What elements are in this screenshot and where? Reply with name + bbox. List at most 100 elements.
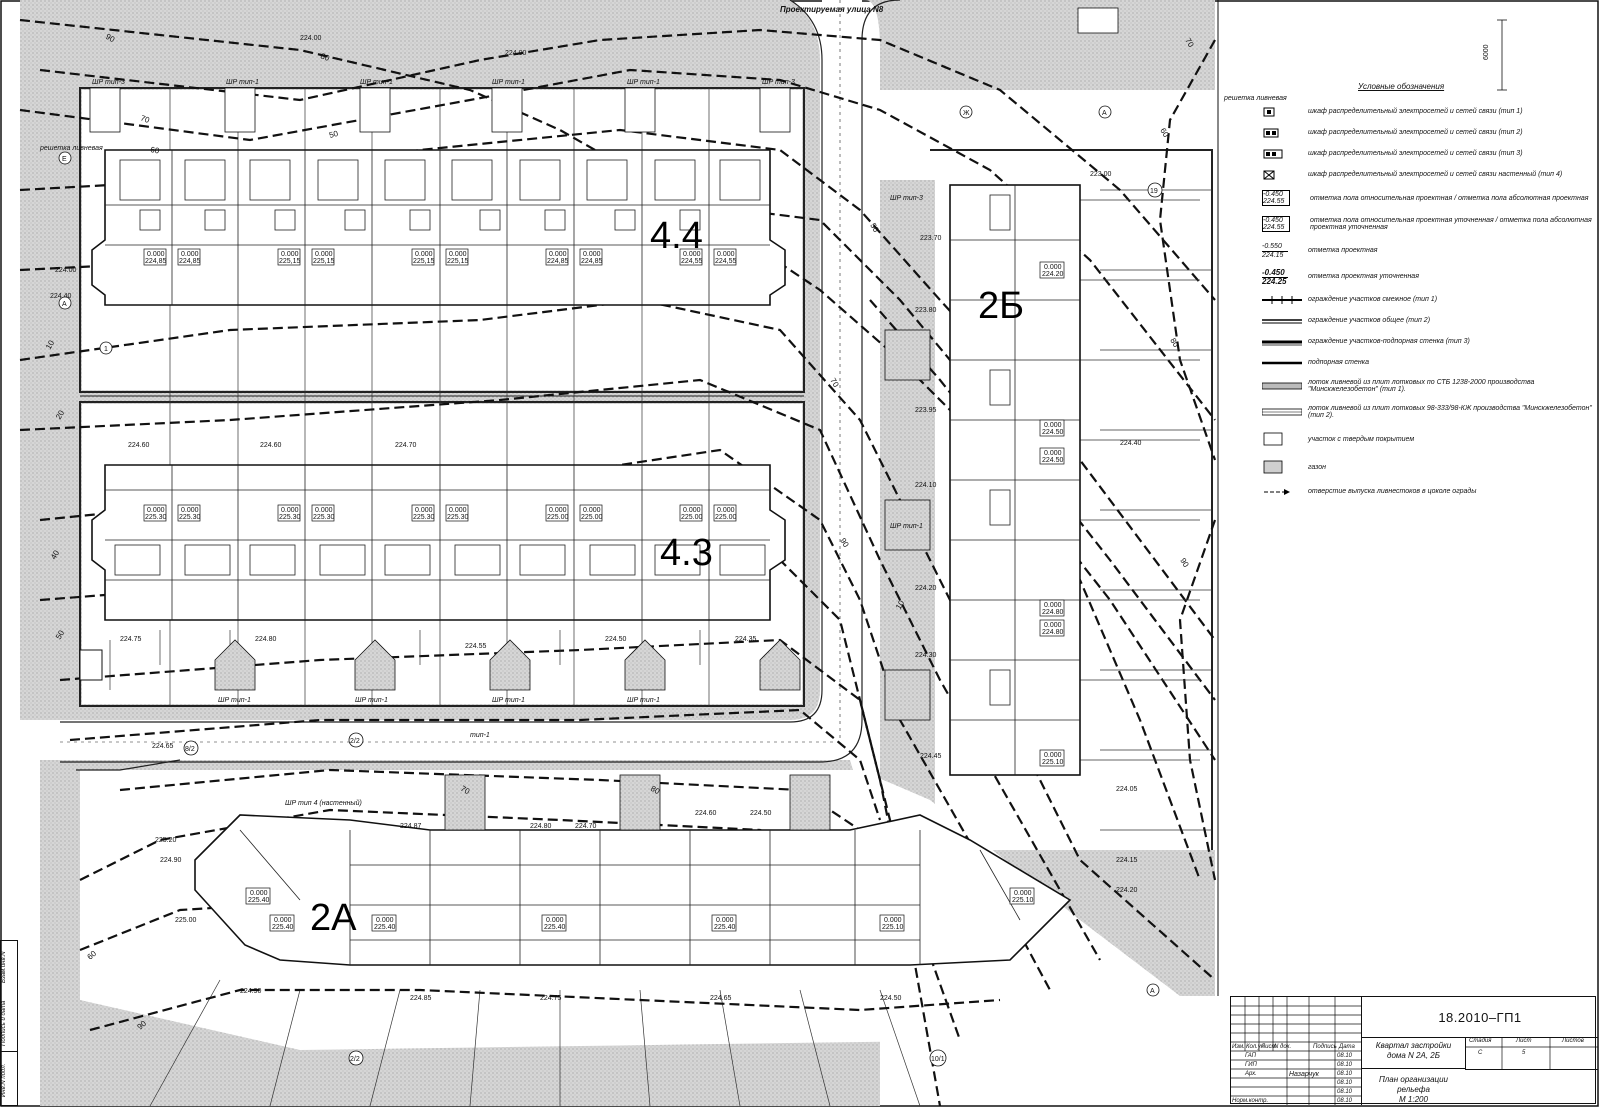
sample-rel: -0.450 <box>1263 191 1283 198</box>
floor-rel: 0.000 <box>583 251 601 258</box>
floor-rel: 0.000 <box>281 251 299 258</box>
floor-rel: 0.000 <box>250 890 268 897</box>
floor-abs: 225.40 <box>714 924 736 931</box>
floor-abs: 225.30 <box>279 514 301 521</box>
cabinet-type1-icon <box>1263 107 1275 116</box>
tb-date: 08.10 <box>1337 1089 1353 1095</box>
floor-abs: 224.50 <box>1042 457 1064 464</box>
floor-rel: 0.000 <box>449 507 467 514</box>
retaining-wall-icon <box>1262 361 1302 364</box>
floor-abs: 224,85 <box>547 258 569 265</box>
sample-upd-abs: 224.25 <box>1262 277 1288 286</box>
side-strip-cell: Подпись и дата <box>1 995 17 1052</box>
legend-item-label: отметка проектная <box>1308 246 1378 254</box>
floor-abs: 224,85 <box>145 258 167 265</box>
floor-rel: 0.000 <box>415 507 433 514</box>
sample-proj-abs: 224.15 <box>1262 251 1288 260</box>
spot-elevation: 224.05 <box>1116 786 1138 793</box>
utility-cabinets <box>79 7 1119 831</box>
legend-item: газон <box>1262 453 1592 481</box>
floor-rel: 0.000 <box>1044 622 1062 629</box>
sample-upd: -0.450 <box>1262 268 1285 277</box>
tb-role: Арх. <box>1245 1071 1257 1077</box>
legend-item: ограждение участков-подпорная стенка (ти… <box>1262 331 1592 352</box>
axis-label: Е <box>62 156 67 163</box>
floor-abs: 224,85 <box>581 258 603 265</box>
cabinet-label: ШР тип-3 <box>890 195 923 202</box>
axis-label: 8/2 <box>185 746 195 753</box>
spot-elevation: 224.75 <box>120 636 142 643</box>
spot-elevation: 224.10 <box>915 482 937 489</box>
legend-item: шкаф распределительный электросетей и се… <box>1262 122 1592 143</box>
building-4-3: 0.000 225.30 0.000 225.30 0.000 225.30 0… <box>91 464 786 621</box>
legend-item: шкаф распределительный электросетей и се… <box>1262 164 1592 185</box>
floor-abs: 225.40 <box>272 924 294 931</box>
pipe-label: тип-1 <box>470 732 490 739</box>
floor-abs: 224.80 <box>1042 629 1064 636</box>
tb-date: 08.10 <box>1337 1071 1353 1077</box>
axis-label: А <box>1150 988 1155 995</box>
legend-item: ограждение участков смежное (тип 1) <box>1262 289 1592 310</box>
floor-abs: 225.00 <box>681 514 703 521</box>
drainage-lines <box>109 199 1200 761</box>
legend-item-label: шкаф распределительный электросетей и се… <box>1308 171 1563 178</box>
spot-elevation: 224.35 <box>735 636 757 643</box>
stage-value: С <box>1478 1050 1483 1056</box>
floor-abs: 224,55 <box>681 258 703 265</box>
stage-sheet-box: Стадия Лист Листов С 5 <box>1465 1037 1598 1070</box>
spot-elevation: 224.00 <box>505 50 527 57</box>
scale-bar-value: 6000 <box>1483 44 1490 60</box>
floor-abs: 224,55 <box>715 258 737 265</box>
spot-elevation: 224.15 <box>1116 857 1138 864</box>
floor-rel: 0.000 <box>315 507 333 514</box>
cabinet-label: ШР тип-1 <box>627 697 660 704</box>
floor-abs: 225.40 <box>248 897 270 904</box>
legend-item-label: шкаф распределительный электросетей и се… <box>1308 108 1523 115</box>
legend-item: отверстие выпуска ливнестоков в цоколе о… <box>1262 481 1592 502</box>
cabinet-label: ШР тип-1 <box>355 697 388 704</box>
building-label-4-3: 4.3 <box>660 532 713 574</box>
spot-elevation: 224.70 <box>395 442 417 449</box>
floor-abs: 225.00 <box>547 514 569 521</box>
floor-abs: 225.40 <box>374 924 396 931</box>
spot-elevation: 224.50 <box>750 810 772 817</box>
cabinet-label: ШР тип-1 <box>360 79 393 86</box>
stage-grid <box>1466 1037 1598 1069</box>
fence-type1-icon <box>1262 295 1302 304</box>
spot-elevation: 224.45 <box>920 753 942 760</box>
spot-elevation: 224.70 <box>575 823 597 830</box>
floor-rel: 0.000 <box>683 507 701 514</box>
grate-label: решетка ливневая <box>1223 95 1287 102</box>
legend-item-label: отверстие выпуска ливнестоков в цоколе о… <box>1308 488 1477 495</box>
legend-item: подпорная стенка <box>1262 352 1592 373</box>
spot-elevation: 224.85 <box>410 995 432 1002</box>
floor-rel: 0.000 <box>181 507 199 514</box>
sheets-header: Листов <box>1562 1038 1584 1044</box>
legend-item-label: подпорная стенка <box>1308 359 1369 366</box>
spot-elevation: 225.20 <box>155 837 177 844</box>
spot-elevation: 224.50 <box>880 995 902 1002</box>
floor-abs: 225.00 <box>715 514 737 521</box>
floor-abs: 225.10 <box>1042 759 1064 766</box>
spot-elevation: 224.40 <box>50 293 72 300</box>
floor-rel: 0.000 <box>281 507 299 514</box>
project-title: Квартал застройки дома N 2А, 2Б <box>1361 1037 1465 1069</box>
spot-elevation: 223.80 <box>915 307 937 314</box>
legend-item-label: ограждение участков смежное (тип 1) <box>1308 296 1438 303</box>
floor-abs: 225.30 <box>447 514 469 521</box>
title-block: Изм. Кол.уч Лист N док. Подпись Дата ГАП… <box>1230 996 1598 1105</box>
floor-rel: 0.000 <box>683 251 701 258</box>
cabinet-labels: ШР тип-3 ШР тип-1 ШР тип-1 ШР тип-1 ШР т… <box>39 79 1287 807</box>
floor-rel: 0.000 <box>716 917 734 924</box>
floor-rel: 0.000 <box>1044 752 1062 759</box>
spot-elevation: 224.20 <box>1116 887 1138 894</box>
floor-rel: 0.000 <box>1044 264 1062 271</box>
floor-rel: 0.000 <box>549 251 567 258</box>
road-edges <box>60 0 901 763</box>
floor-rel: 0.000 <box>1044 602 1062 609</box>
floor-rel: 0.000 <box>1044 422 1062 429</box>
